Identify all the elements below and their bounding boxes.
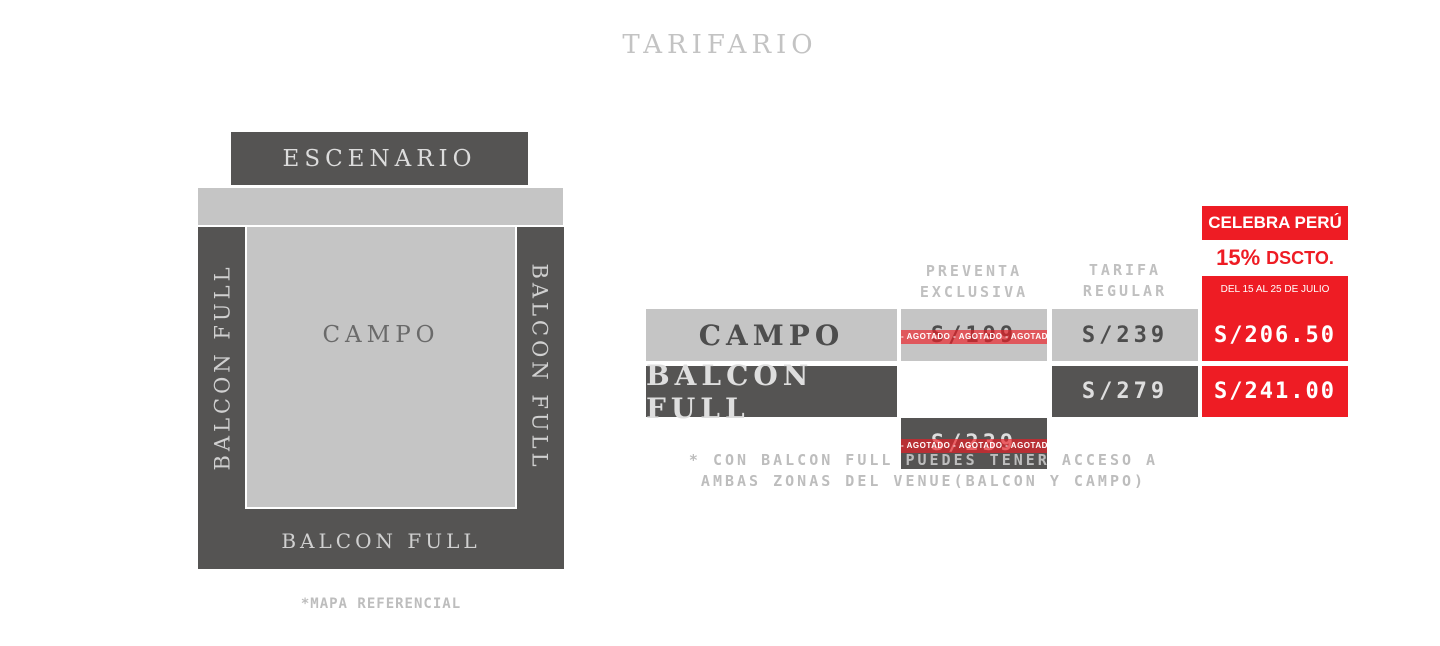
field-label: CAMPO [322,322,440,348]
balcony-left-label: BALCON FULL [211,263,236,471]
access-footnote: * CON BALCON FULL PUEDES TENER ACCESO A … [646,450,1201,492]
sold-out-band: - AGOTADO - AGOTADO - AGOTADO - AGOTADO … [901,330,1047,344]
promo-discount-word: DSCTO. [1266,247,1334,268]
field-area: CAMPO [247,227,515,507]
presale-header-line2: EXCLUSIVA [919,283,1029,301]
stage-front-area [198,188,563,225]
promo-price: S/206.50 [1214,322,1336,348]
regular-header: TARIFA REGULAR [1052,260,1198,302]
balcony-right-label: BALCON FULL [528,263,553,471]
promo-discount-percent: 15% [1216,245,1261,270]
presale-price-campo: S/199 - AGOTADO - AGOTADO - AGOTADO - AG… [901,309,1047,361]
presale-header: PREVENTA EXCLUSIVA [901,261,1047,303]
promo-price: S/241.00 [1214,379,1336,404]
balcony-right-label-box: BALCON FULL [516,227,564,507]
page-title: TARIFARIO [622,30,818,60]
regular-header-line1: TARIFA [1088,261,1162,279]
table-row-zone-campo: CAMPO [646,309,897,361]
regular-price-campo: S/239 [1052,309,1198,361]
map-note: *MAPA REFERENCIAL [300,596,462,612]
presale-price-balcon-full: S/239 - AGOTADO - AGOTADO - AGOTADO - AG… [901,418,1047,469]
regular-price-balcon-full: S/279 [1052,366,1198,417]
balcony-left-label-box: BALCON FULL [199,227,247,507]
balcony-bottom-label-box: BALCON FULL [198,512,564,569]
promo-price-campo: S/206.50 [1202,309,1348,361]
zone-label: CAMPO [698,318,845,352]
promo-title-badge: CELEBRA PERÚ [1202,206,1348,240]
stage-block: ESCENARIO [231,132,528,185]
promo-discount: 15% DSCTO. [1202,240,1348,276]
sold-out-band: - AGOTADO - AGOTADO - AGOTADO - AGOTADO … [901,438,1047,453]
regular-header-line2: REGULAR [1082,282,1168,300]
zone-label: BALCON FULL [646,358,814,425]
stage-label: ESCENARIO [282,145,477,172]
balcony-bottom-label: BALCON FULL [281,528,481,553]
table-row-zone-balcon-full: BALCON FULL [646,359,897,425]
footnote-line1: * CON BALCON FULL PUEDES TENER ACCESO A [688,451,1159,469]
promo-price-balcon-full: S/241.00 [1202,366,1348,417]
presale-header-line1: PREVENTA [925,262,1023,280]
promo-dates: DEL 15 AL 25 DE JULIO [1220,284,1330,295]
regular-price: S/239 [1081,322,1169,348]
regular-price: S/279 [1081,379,1169,404]
promo-title: CELEBRA PERÚ [1208,213,1342,232]
footnote-line2: AMBAS ZONAS DEL VENUE(BALCON Y CAMPO) [700,472,1147,490]
